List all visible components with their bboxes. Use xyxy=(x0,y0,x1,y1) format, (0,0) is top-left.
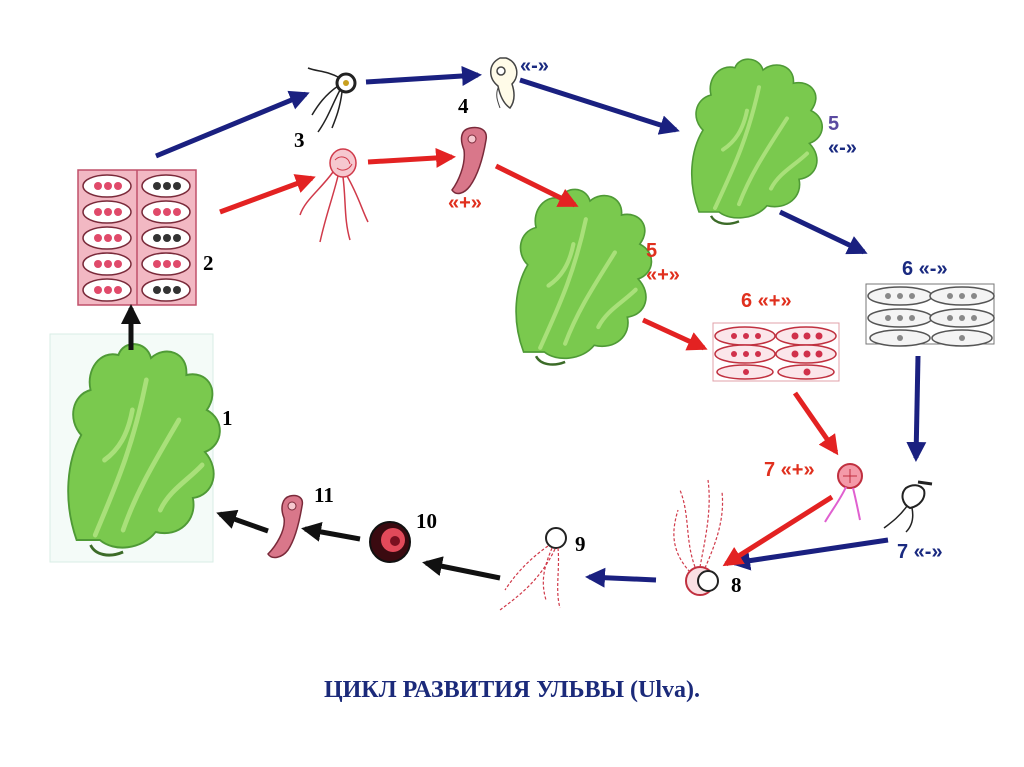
label-5-minus-sign: «-» xyxy=(828,137,857,159)
label-9: 9 xyxy=(575,532,586,556)
label-10: 10 xyxy=(416,509,437,533)
label-7-plus: 7 «+» xyxy=(764,459,815,481)
label-4-sign: «-» xyxy=(520,55,549,77)
zygote-cyst-10 xyxy=(369,521,411,563)
label-5-plus-sign: «+» xyxy=(646,264,680,286)
gamete-fusion-8 xyxy=(673,479,724,596)
gamete-plus-4 xyxy=(451,126,488,195)
label-5-plus: 5 xyxy=(646,240,658,262)
label-2: 2 xyxy=(203,251,214,275)
gametangia-6-plus xyxy=(712,322,840,382)
thallus-5-minus xyxy=(692,59,822,224)
gamete-minus-4 xyxy=(490,57,518,110)
gamete-7-minus xyxy=(883,480,933,533)
label-6-plus: 6 «+» xyxy=(741,290,792,312)
zoospore-minus-3 xyxy=(307,67,357,133)
zygote-9 xyxy=(499,527,567,611)
arrows-sporophyte-path xyxy=(121,304,501,581)
label-5-minus: 5 xyxy=(828,113,840,135)
label-8: 8 xyxy=(731,573,742,597)
zoospore-plus-3 xyxy=(299,148,369,243)
spore-11 xyxy=(267,494,304,559)
sporangia-tissue-2 xyxy=(77,169,197,306)
label-6-minus: 6 «-» xyxy=(902,258,948,280)
gamete-7-plus xyxy=(824,463,863,523)
label-1: 1 xyxy=(222,406,233,430)
label-7-minus: 7 «-» xyxy=(897,541,943,563)
label-3: 3 xyxy=(294,128,305,152)
thallus-5-plus xyxy=(516,189,651,364)
arrows-minus-path xyxy=(155,66,927,588)
arrows-plus-path xyxy=(219,147,839,567)
diagram-title: ЦИКЛ РАЗВИТИЯ УЛЬВЫ (Ulva). xyxy=(323,677,701,703)
label-gamete-plus-sign: «+» xyxy=(448,192,482,214)
gametangia-6-minus xyxy=(865,283,995,347)
thallus-1 xyxy=(49,333,220,563)
label-11: 11 xyxy=(314,483,334,507)
label-4: 4 xyxy=(458,94,469,118)
